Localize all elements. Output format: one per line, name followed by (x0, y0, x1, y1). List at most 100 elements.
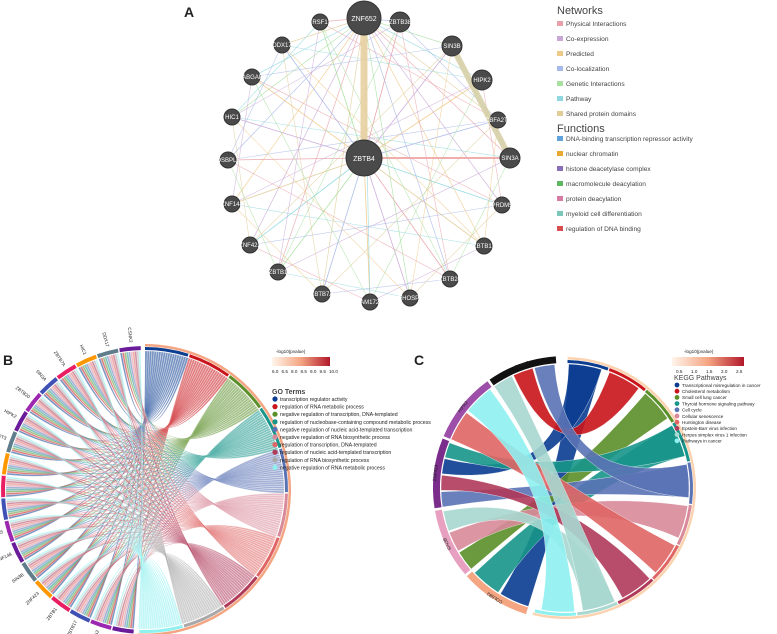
kegg-legend-label: Cholesterol metabolism (682, 389, 730, 394)
go-gene-arc (51, 596, 71, 612)
network-edge (281, 44, 485, 247)
panel-label-c: C (414, 352, 425, 368)
functions-legend-label: macromolecule deacylation (566, 181, 646, 188)
go-term-arc (277, 493, 288, 537)
kegg-legend-swatch (674, 426, 680, 431)
network-node-circle (475, 237, 493, 255)
kegg-chord-ribbon (513, 368, 640, 436)
go-gene-arc (34, 580, 53, 599)
go-gene-label-hic1: HIC1 (79, 344, 88, 356)
network-node-circle (361, 293, 379, 311)
network-edge (363, 17, 511, 159)
kegg-legend-swatch (674, 432, 680, 437)
kegg-legend-label: Herpes simplex virus 1 infection (682, 432, 747, 437)
network-node-circle (223, 108, 241, 126)
kegg-legend-label: Epstein-Barr virus infection (682, 426, 737, 431)
network-node-label: ZNF423 (239, 243, 261, 249)
network-node-label: RSF1 (312, 20, 328, 26)
network-edge (231, 76, 253, 205)
network-node-circle (243, 68, 261, 86)
network-edge (227, 44, 283, 161)
go-chord-ribbon (25, 537, 171, 628)
go-scale-tick: 6.5 (282, 369, 289, 374)
go-chord-ribbon (119, 352, 189, 423)
go-legend-swatch (272, 396, 278, 402)
network-edge (227, 157, 365, 161)
networks-legend-swatch (557, 96, 563, 101)
network-node-circle (401, 289, 419, 307)
go-chord-ribbon (75, 541, 252, 612)
network-edge (369, 245, 485, 303)
network-node-label: ZBTB4 (353, 156, 375, 163)
kegg-gene-arc (489, 356, 557, 386)
go-gene-arc (21, 562, 38, 582)
go-legend-swatch (272, 411, 278, 417)
go-legend-label: regulation of transcription, DNA-templat… (280, 443, 377, 449)
kegg-legend-label: Transcriptional misregulation in cancer (682, 383, 761, 388)
go-gene-arc (112, 626, 134, 634)
go-gene-arc (90, 619, 112, 630)
functions-legend-swatch (557, 136, 563, 141)
network-edge (231, 21, 401, 118)
network-node-label: HIPK2 (473, 78, 491, 84)
network-edge (251, 76, 503, 206)
network-node-label: ZBTB17 (473, 244, 496, 250)
go-legend-swatch (272, 442, 278, 448)
network-edge (227, 159, 451, 280)
network-node-zbtb17: ZBTB17 (473, 237, 496, 255)
network-edge (277, 271, 411, 299)
network-edge (363, 119, 499, 159)
network-node-label: PRDM5 (491, 203, 513, 209)
network-node-label: SIN3A (501, 156, 518, 162)
network-node-circle (441, 270, 459, 288)
go-legend-swatch (272, 426, 278, 432)
kegg-chord-arcs (432, 356, 696, 619)
networks-legend-label: Co-localization (566, 66, 610, 73)
network-node-circle (499, 147, 521, 169)
go-chord-ribbon (116, 353, 143, 630)
kegg-gene-label-znf423: ZNF423 (432, 464, 439, 482)
network-node-zbtb20: ZBTB20 (439, 270, 462, 288)
functions-legend-swatch (557, 181, 563, 186)
go-chord-ribbon (75, 368, 148, 630)
functions-legend-label: myeloid cell differentiation (566, 211, 642, 218)
go-term-arc (256, 537, 280, 577)
network-node-circle (313, 285, 331, 303)
network-edge (363, 17, 485, 247)
network-edge (409, 204, 503, 299)
go-gene-label-hipk2: HIPK2 (3, 408, 17, 419)
network-edge (319, 21, 499, 121)
go-legend-swatch (272, 464, 278, 470)
network-node-fam172a: FAM172A (357, 293, 383, 311)
go-legend-label: negative regulation of transcription, DN… (280, 412, 398, 418)
kegg-legend-swatch (674, 413, 680, 419)
network-node-circle (346, 0, 382, 36)
network-edge (277, 21, 321, 273)
networks-legend-label: Pathway (566, 96, 592, 103)
go-gene-arc (69, 609, 91, 623)
go-gene-arc (25, 392, 42, 413)
go-gene-arc (119, 346, 141, 353)
go-color-scale (272, 357, 330, 366)
go-chord-ribbon (54, 549, 176, 627)
panel-label-a: A (184, 4, 195, 20)
network-node-circle (269, 263, 287, 281)
kegg-pathway-arc (652, 544, 679, 580)
network-edge (319, 21, 451, 280)
network-edge (321, 17, 365, 295)
go-chord-ribbon (16, 527, 211, 614)
go-term-arc (183, 606, 225, 628)
go-term-arc (139, 624, 184, 633)
go-gene-arc (1, 498, 9, 521)
network-node-label: FAM172A (357, 300, 383, 306)
go-legend-label: negative regulation of RNA metabolic pro… (280, 465, 385, 471)
go-legend-swatch (272, 434, 278, 440)
networks-legend-label: Shared protein domains (566, 111, 637, 118)
network-edge (251, 76, 365, 159)
network-edge (231, 203, 323, 295)
go-chord-ribbon (95, 359, 146, 630)
go-chord-ribbon (44, 371, 221, 438)
network-node-label: ZBTB1 (269, 270, 288, 276)
go-legend-title: GO Terms (272, 389, 305, 396)
